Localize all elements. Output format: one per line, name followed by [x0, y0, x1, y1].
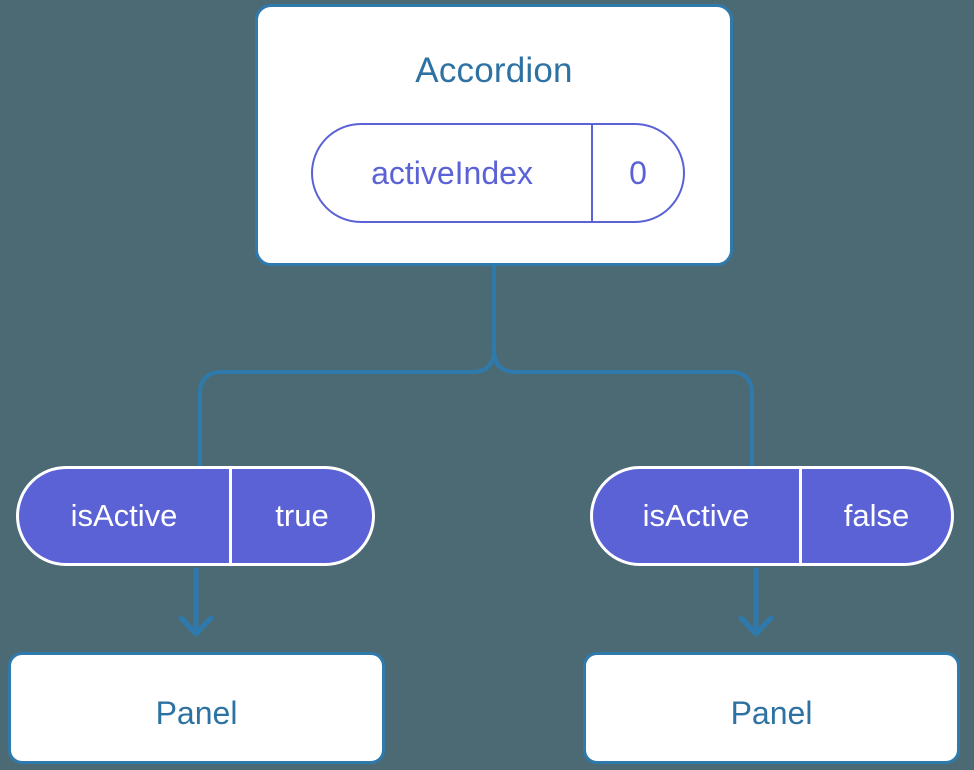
panel-title: Panel [155, 695, 238, 731]
state-value-label: 0 [629, 154, 647, 191]
prop-value-label: false [843, 498, 910, 533]
accordion-component-card[interactable]: Accordion activeIndex 0 [255, 4, 733, 266]
panel-component-card-left[interactable]: Panel [8, 652, 385, 764]
panel-title: Panel [730, 695, 813, 731]
prop-key-label: isActive [593, 469, 802, 563]
prop-value-label: true [275, 498, 329, 533]
accordion-title: Accordion [415, 51, 573, 90]
prop-key-label: isActive [19, 469, 232, 563]
state-pill-active-index[interactable]: activeIndex 0 [311, 123, 685, 223]
prop-pill-left-is-active[interactable]: isActive true [16, 466, 375, 566]
state-key-label: activeIndex [313, 125, 593, 221]
prop-pill-right-is-active[interactable]: isActive false [590, 466, 954, 566]
panel-component-card-right[interactable]: Panel [583, 652, 960, 764]
